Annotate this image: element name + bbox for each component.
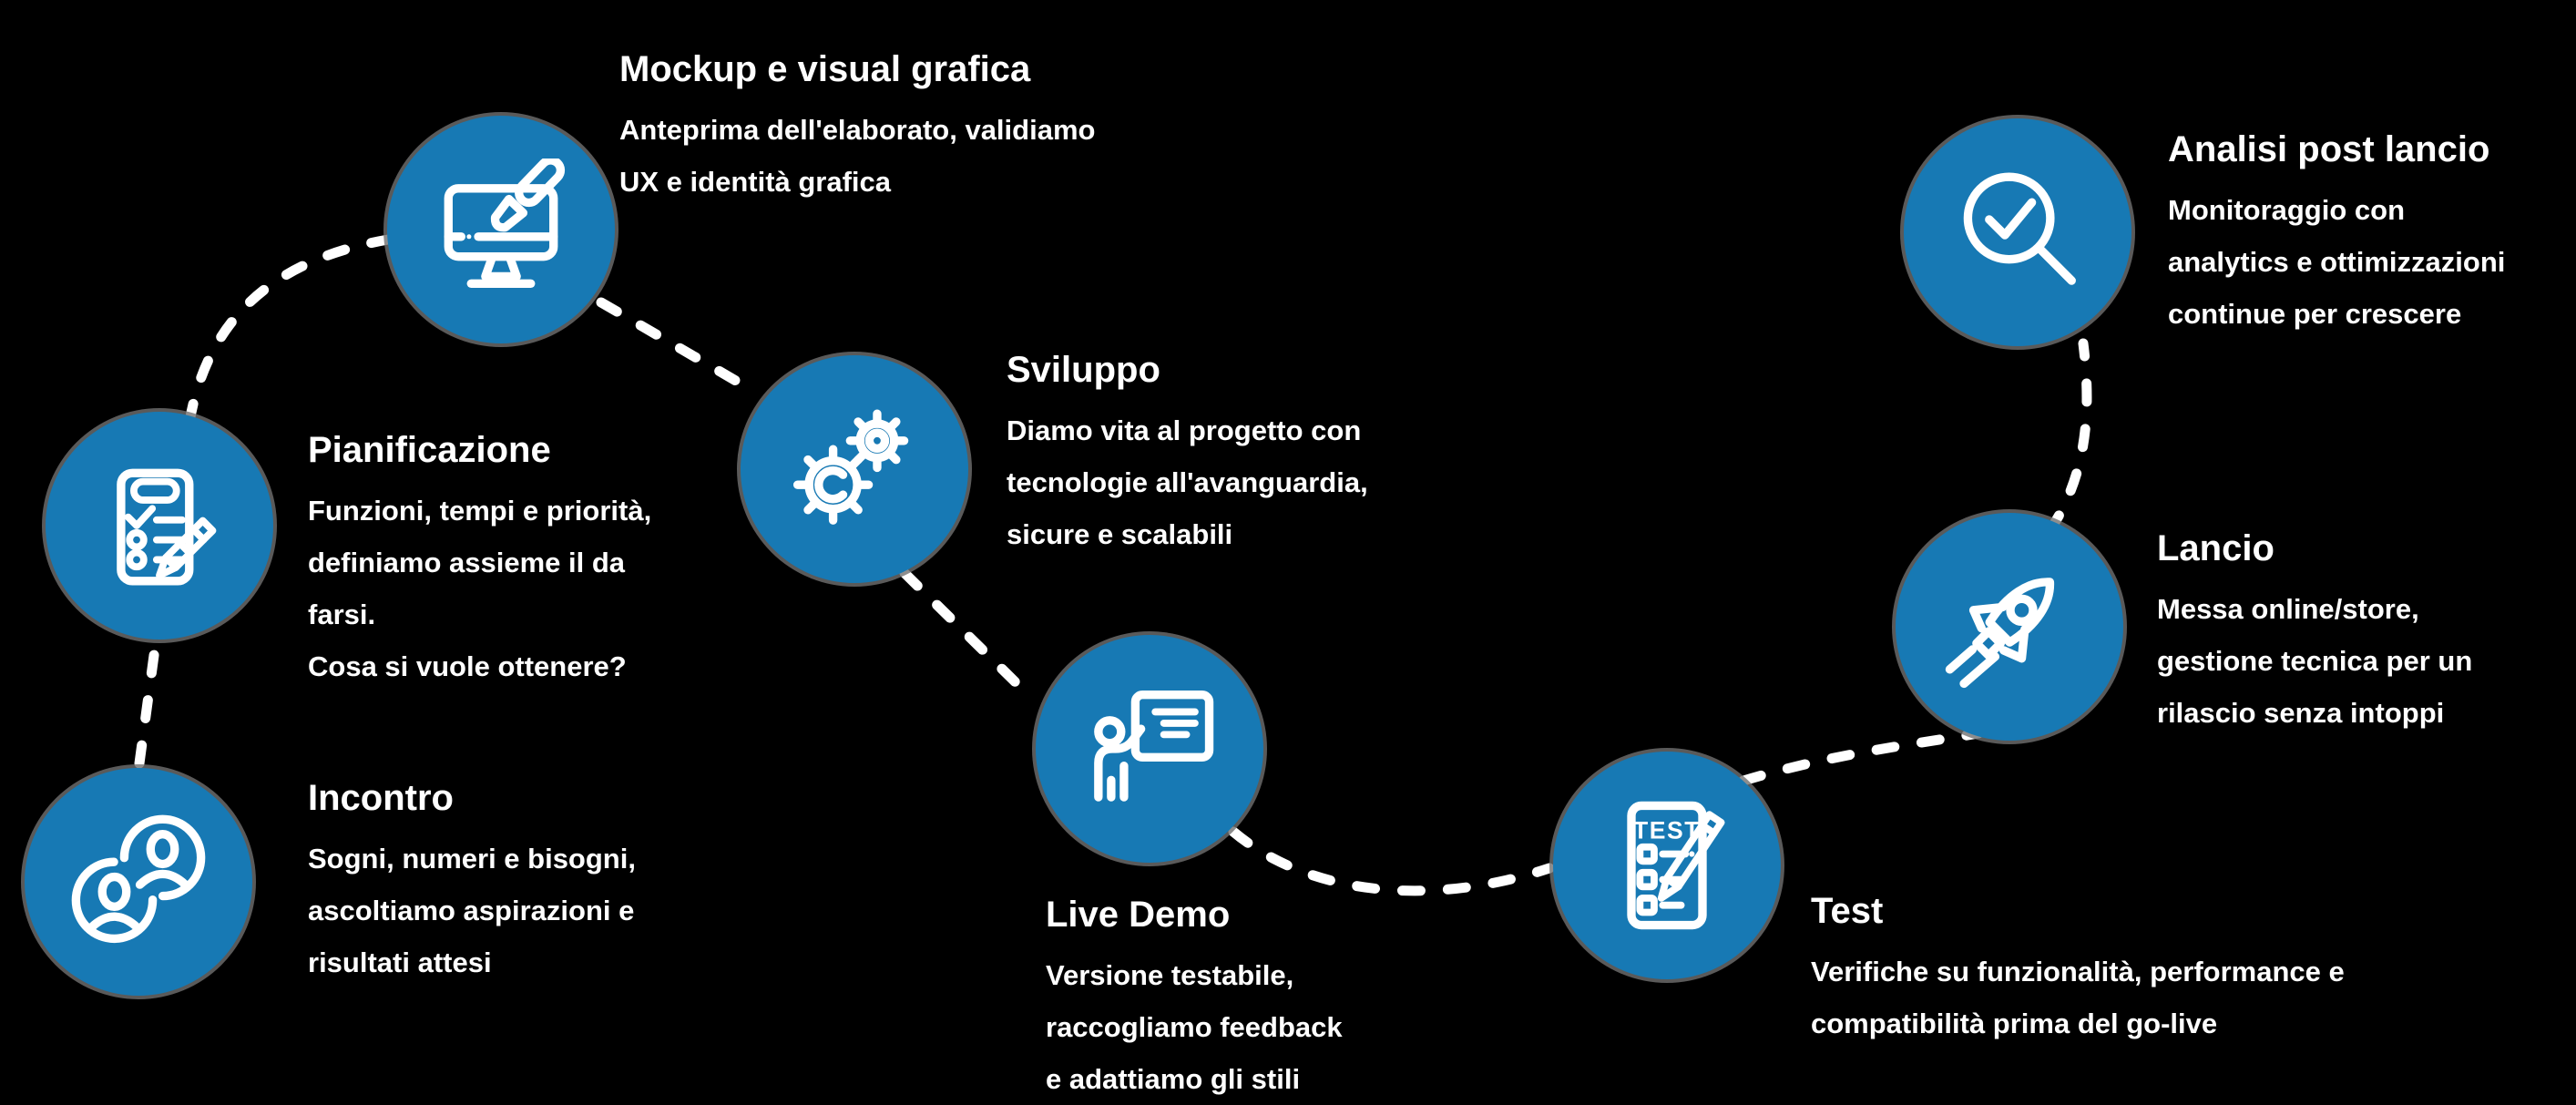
checklist-pencil-icon <box>117 468 217 586</box>
step-circle-incontro <box>25 768 252 996</box>
test-icon-label: TEST <box>1633 816 1701 844</box>
step-title: Pianificazione <box>308 430 551 470</box>
step-circle-mockup <box>387 116 615 343</box>
step-description-line: UX e identità grafica <box>619 166 892 198</box>
rocket-icon <box>1945 578 2055 689</box>
step-circle-lancio <box>1896 513 2123 741</box>
step-description-line: Verifiche su funzionalità, performance e <box>1811 956 2345 987</box>
step-circle-analisi <box>1904 118 2131 346</box>
step-circle-livedemo <box>1036 635 1263 863</box>
step-text-sviluppo: Sviluppo Diamo vita al progetto con tecn… <box>1007 348 1368 560</box>
step-description-line: compatibilità prima del go-live <box>1811 1008 2218 1039</box>
step-description-line: Monitoraggio con <box>2168 194 2406 226</box>
gears-icon <box>792 409 909 525</box>
step-text-livedemo: Live Demo Versione testabile, raccogliam… <box>1046 893 1343 1105</box>
step-text-mockup: Mockup e visual grafica Anteprima dell'e… <box>619 47 1095 208</box>
step-description-line: Anteprima dell'elaborato, validiamo <box>619 114 1096 146</box>
step-title: Mockup e visual grafica <box>619 49 1031 89</box>
test-checklist-icon: TEST <box>1627 801 1725 930</box>
step-description-line: continue per crescere <box>2168 298 2462 330</box>
step-text-incontro: Incontro Sogni, numeri e bisogni, ascolt… <box>308 776 636 988</box>
step-title: Live Demo <box>1046 895 1231 935</box>
step-circle-sviluppo <box>741 355 968 583</box>
step-title: Sviluppo <box>1007 350 1160 390</box>
step-description-line: sicure e scalabili <box>1007 518 1233 550</box>
step-description-line: raccogliamo feedback <box>1046 1011 1343 1043</box>
step-description-line: gestione tecnica per un <box>2157 645 2473 677</box>
step-description-line: risultati attesi <box>308 946 492 978</box>
step-description-line: analytics e ottimizzazioni <box>2168 246 2506 278</box>
step-description-line: Cosa si vuole ottenere? <box>308 650 627 682</box>
step-description-line: ascoltiamo aspirazioni e <box>308 895 635 926</box>
step-circle-pianificazione <box>46 412 273 639</box>
step-text-analisi: Analisi post lancio Monitoraggio con ana… <box>2168 128 2505 340</box>
step-description-line: rilascio senza intoppi <box>2157 697 2445 729</box>
step-description-line: Messa online/store, <box>2157 593 2419 625</box>
step-text-lancio: Lancio Messa online/store, gestione tecn… <box>2157 527 2472 739</box>
step-description-line: Versione testabile, <box>1046 959 1294 991</box>
magnifier-check-icon <box>1963 172 2076 285</box>
step-description-line: farsi. <box>308 599 376 630</box>
step-description-line: Diamo vita al progetto con <box>1007 414 1362 446</box>
presentation-icon <box>1094 691 1214 802</box>
step-title: Incontro <box>308 778 454 818</box>
monitor-paintbrush-icon <box>444 159 566 288</box>
step-circle-test: TEST <box>1553 752 1781 979</box>
step-description-line: tecnologie all'avanguardia, <box>1007 466 1368 498</box>
people-icon <box>71 814 206 944</box>
step-text-pianificazione: Pianificazione Funzioni, tempi e priorit… <box>308 428 651 692</box>
step-description-line: e adattiamo gli stili <box>1046 1063 1301 1095</box>
step-title: Test <box>1811 891 1884 931</box>
step-title: Analisi post lancio <box>2168 129 2490 169</box>
step-title: Lancio <box>2157 528 2274 568</box>
step-description-line: definiamo assieme il da <box>308 547 626 578</box>
step-description-line: Sogni, numeri e bisogni, <box>308 843 636 875</box>
step-description-line: Funzioni, tempi e priorità, <box>308 495 652 527</box>
step-text-test: Test Verifiche su funzionalità, performa… <box>1811 889 2345 1049</box>
